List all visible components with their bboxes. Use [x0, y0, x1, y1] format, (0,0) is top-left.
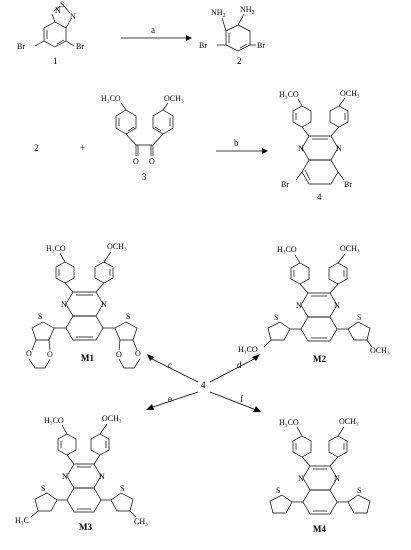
atom-o: O [133, 157, 139, 166]
atom-br: Br [344, 180, 352, 189]
atom-n: N [99, 472, 105, 481]
reagent-label: e [168, 394, 172, 404]
atom-o: O [47, 350, 53, 359]
atom-s: S [126, 312, 130, 321]
atom-br: Br [199, 41, 207, 50]
meo-label: OCH₃ [340, 89, 360, 98]
atom-s: S [276, 486, 280, 495]
atom-s: S [357, 313, 361, 322]
atom-nh2: NH2 [240, 5, 255, 16]
compound-label: 4 [317, 192, 322, 202]
meo-label: H₃CO [46, 244, 66, 253]
atom-br: Br [257, 41, 265, 50]
compound-3: H₃CO OCH₃ O O 3 [101, 94, 184, 182]
reaction-arrow-b: b [216, 138, 268, 154]
atom-br: Br [281, 180, 289, 189]
atom-n: N [334, 301, 340, 310]
atom-n: N [298, 144, 304, 153]
atom-n: N [336, 144, 342, 153]
meo-label: H₃CO [101, 94, 121, 103]
meo-label: H₃CO [279, 90, 299, 99]
meo-label: OCH₃ [102, 414, 122, 423]
atom-o: O [116, 350, 122, 359]
compound-label: 2 [237, 56, 242, 66]
meo-label: OCH₃ [107, 242, 127, 251]
atom-o: O [149, 157, 155, 166]
reagent-label: a [151, 25, 155, 35]
meo-label: H₃CO [279, 418, 299, 427]
meo-label: OCH₃ [370, 346, 390, 355]
reagent-label: f [240, 394, 243, 404]
compound-4: H₃CO OCH₃ N N Br Br 4 [279, 89, 360, 202]
methyl-label: H₃C [15, 516, 29, 525]
plus-sign: + [80, 143, 85, 153]
compound-m4: H₃CO OCH₃ N N S S M4 [269, 417, 371, 534]
reagent-label: b [234, 138, 239, 148]
reagent-label: d [237, 360, 242, 370]
compound-m3: H₃CO OCH₃ N N S H₃C S CH₃ M3 [15, 414, 148, 532]
atom-s: S [41, 484, 45, 493]
atom-br: Br [17, 42, 25, 51]
meo-label: OCH₃ [164, 94, 184, 103]
atom-s: S [357, 486, 361, 495]
atom-n: N [101, 300, 107, 309]
atom-s: S [120, 484, 124, 493]
atom-br: Br [76, 42, 84, 51]
compound-1: N S N Br Br 1 [17, 0, 84, 66]
compound-m1: H₃CO OCH₃ N N S O O S O O M1 [26, 242, 141, 369]
meo-label: OCH₃ [339, 417, 359, 426]
atom-n: N [61, 300, 67, 309]
meo-label: H₃CO [277, 245, 297, 254]
meo-label: OCH₃ [340, 244, 360, 253]
atom-n: N [62, 472, 68, 481]
meo-label: H₃CO [44, 416, 64, 425]
atom-s: S [274, 313, 278, 322]
reagent-label: c [168, 360, 172, 370]
compound-m2: H₃CO OCH₃ N N S H₃CO S OCH₃ M2 [238, 244, 390, 364]
compound-label: M2 [313, 354, 326, 364]
compound-2: NH2 NH2 Br Br 2 [199, 5, 265, 66]
atom-n: N [55, 6, 61, 15]
reaction-arrow-a: a [121, 25, 192, 41]
compound-label: 3 [142, 172, 147, 182]
compound-label: M3 [79, 522, 92, 532]
compound-label: 2 [34, 143, 39, 153]
atom-n: N [70, 12, 76, 21]
atom-o: O [135, 349, 141, 358]
compound-label: 1 [53, 56, 58, 66]
divergent-arrows: 4 c d e f [146, 354, 261, 412]
atom-n: N [298, 474, 304, 483]
atom-o: O [26, 349, 32, 358]
atom-s: S [60, 0, 64, 9]
meo-label: H₃CO [238, 345, 258, 354]
atom-s: S [38, 312, 42, 321]
compound-label: M1 [81, 353, 94, 363]
compound-label: M4 [313, 524, 326, 534]
atom-nh2: NH2 [211, 8, 226, 19]
atom-n: N [334, 474, 340, 483]
atom-n: N [296, 301, 302, 310]
methyl-label: CH₃ [134, 517, 148, 526]
compound-label: 4 [201, 380, 206, 390]
